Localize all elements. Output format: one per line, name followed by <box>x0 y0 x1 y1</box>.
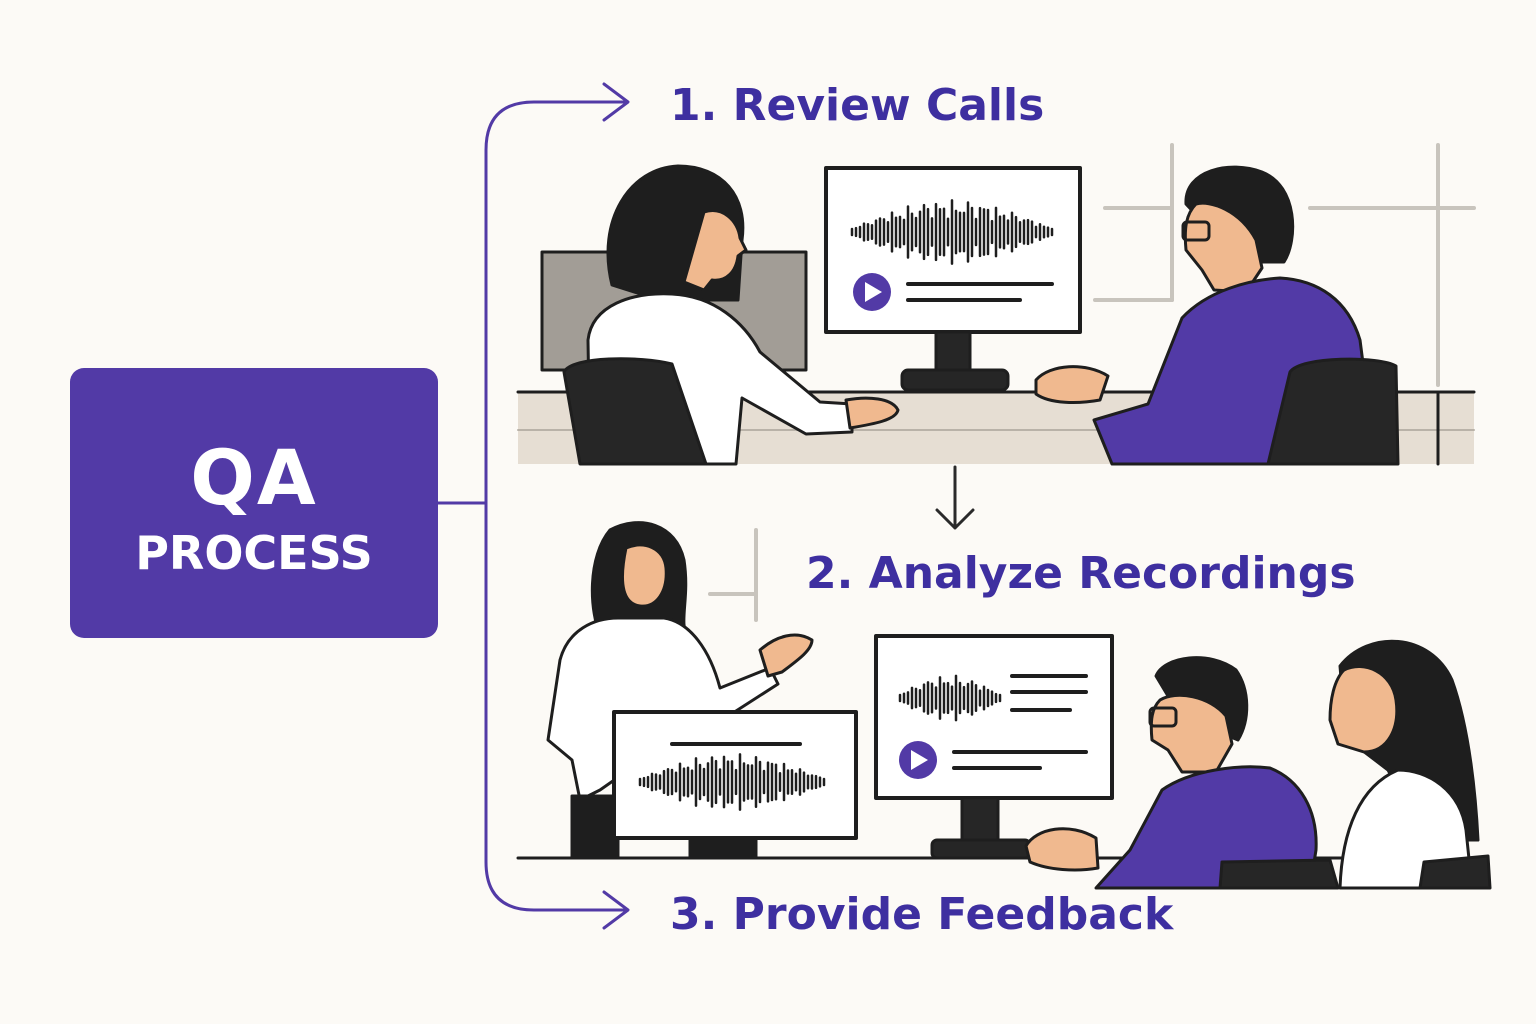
waveform-icon <box>850 199 1054 265</box>
waveform-icon <box>898 674 1002 722</box>
woman-hand <box>844 396 900 430</box>
woman-face <box>682 209 748 292</box>
step-review-calls: 1. Review Calls <box>670 80 1045 131</box>
man2-hand <box>1024 827 1100 872</box>
waveform-bars <box>638 753 826 811</box>
qa-title: QA <box>190 433 318 522</box>
qa-process-box: QA PROCESS <box>70 368 438 638</box>
connector-line <box>436 100 626 912</box>
chair <box>1266 357 1400 466</box>
qa-subtitle: PROCESS <box>135 526 373 580</box>
step-provide-feedback: 3. Provide Feedback <box>670 889 1174 940</box>
analyze-recordings-illustration <box>516 521 1492 890</box>
arrow-head <box>602 890 630 930</box>
waveform-bars <box>850 199 1054 265</box>
man-hair <box>1184 165 1295 264</box>
presenter-hand <box>758 633 814 678</box>
man-hand <box>1034 365 1110 404</box>
step-analyze-recordings: 2. Analyze Recordings <box>806 548 1356 599</box>
glasses <box>1148 706 1178 728</box>
presenter-face <box>621 543 668 608</box>
woman2-face <box>1328 665 1399 754</box>
arrow-down <box>935 465 975 530</box>
chair <box>1418 854 1492 890</box>
waveform-icon <box>638 753 826 811</box>
arrow-head <box>602 82 630 122</box>
woman2-body <box>1338 768 1474 890</box>
waveform-bars <box>898 674 1002 722</box>
glasses <box>1181 220 1211 242</box>
man2-body <box>1094 765 1318 890</box>
chair <box>1218 858 1340 890</box>
review-calls-illustration <box>516 143 1476 466</box>
chair <box>562 357 708 466</box>
